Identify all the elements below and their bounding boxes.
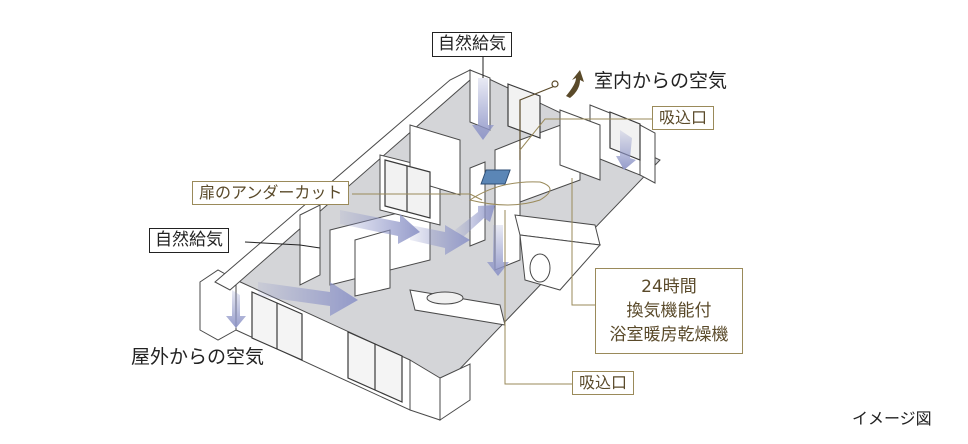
front-windows	[251, 291, 403, 403]
image-note: イメージ図	[852, 409, 932, 428]
ventilation-unit	[480, 169, 511, 185]
natural-supply-left-label: 自然給気	[149, 228, 229, 253]
door-undercut-label: 扉のアンダーカット	[192, 181, 350, 205]
ventilation-unit-label: 24時間 換気機能付 浴室暖房乾燥機	[595, 268, 743, 354]
closet-doors	[384, 83, 641, 219]
vertical-airflow	[226, 78, 636, 328]
unit-label-line2: 換気機能付	[626, 301, 712, 321]
airflow-arrows	[258, 205, 495, 316]
exhaust-arrow-icon	[566, 70, 584, 98]
exhaust-duct-arrow	[519, 80, 559, 160]
intake-top-label: 吸込口	[652, 106, 715, 130]
indoor-air-label: 室内からの空気	[594, 70, 728, 92]
unit-label-line3: 浴室暖房乾燥機	[609, 325, 729, 345]
natural-supply-top-label: 自然給気	[432, 32, 512, 57]
outdoor-air-label: 屋外からの空気	[131, 346, 265, 368]
unit-label-line1: 24時間	[641, 277, 697, 297]
intake-bottom-label: 吸込口	[572, 371, 635, 395]
